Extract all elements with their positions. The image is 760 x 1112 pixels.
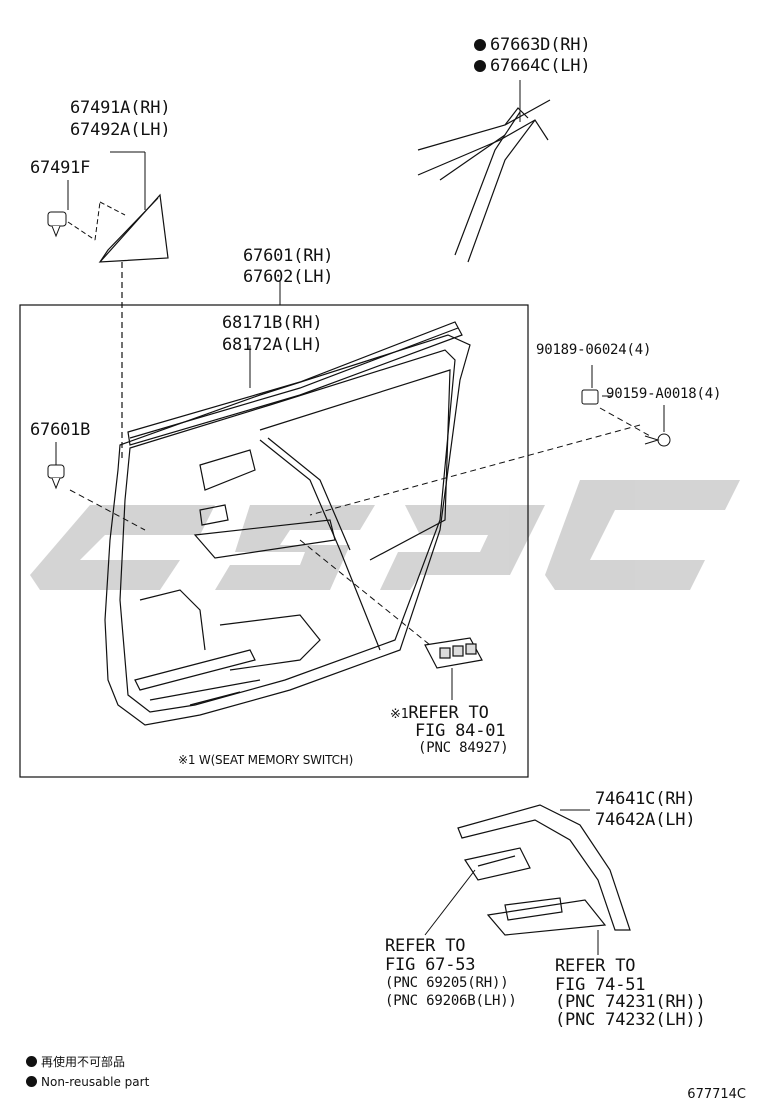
part-label-67491f: 67491F: [30, 158, 91, 178]
ref-fig74-line2: FIG 74-51: [555, 975, 646, 995]
clip-67601b: [47, 464, 65, 490]
part-label-90159: 90159-A0018(4): [606, 386, 722, 402]
clip-67491f: [47, 211, 67, 238]
assembly-frame: [19, 304, 529, 778]
ref-fig67-line4: (PNC 69206B(LH)): [385, 993, 517, 1009]
part-label-74642a: 74642A(LH): [595, 810, 696, 830]
footnote-seat-memory: ※1 W(SEAT MEMORY SWITCH): [178, 753, 354, 767]
ref-fig67-line2: FIG 67-53: [385, 955, 476, 975]
ref-fig74-line1: REFER TO: [555, 956, 636, 976]
window-frame-part: [417, 99, 551, 263]
part-label-67601b: 67601B: [30, 420, 91, 440]
part-label-68172a: 68172A(LH): [222, 335, 323, 355]
ref-fig74-line3: (PNC 74231(RH)): [555, 992, 706, 1012]
ref-fig84-line1: ※1REFER TO: [390, 703, 489, 723]
ref-fig67-line1: REFER TO: [385, 936, 466, 956]
part-label-68171b: 68171B(RH): [222, 313, 323, 333]
ref-fig67-line3: (PNC 69205(RH)): [385, 975, 509, 991]
ref-fig84-line3: (PNC 84927): [418, 740, 509, 756]
nut-90189: [581, 389, 599, 405]
legend-row-en: Non-reusable part: [26, 1074, 149, 1090]
part-label-90189: 90189-06024(4): [536, 342, 652, 358]
part-label-67602: 67602(LH): [243, 267, 334, 287]
watermark-logo: [30, 480, 740, 590]
legend-row-jp: 再使用不可部品: [26, 1054, 125, 1070]
part-label-67663d: 67663D(RH): [474, 35, 591, 56]
seat-memory-switch: [424, 637, 483, 669]
screw-90159: [644, 433, 671, 447]
ref-fig84-line2: FIG 84-01: [415, 721, 506, 741]
door-handle-part: [464, 847, 531, 881]
figure-id: 677714C: [687, 1087, 746, 1102]
part-label-67491a: 67491A(RH): [70, 98, 171, 118]
door-trim-panel: [104, 334, 471, 726]
part-label-67492a: 67492A(LH): [70, 120, 171, 140]
part-label-67664c: 67664C(LH): [474, 56, 591, 77]
part-label-67601: 67601(RH): [243, 246, 334, 266]
corner-garnish: [98, 193, 169, 263]
armrest-panel: [457, 804, 631, 936]
part-label-74641c: 74641C(RH): [595, 789, 696, 809]
ref-fig74-line4: (PNC 74232(LH)): [555, 1010, 706, 1030]
weatherstrip: [127, 321, 463, 446]
